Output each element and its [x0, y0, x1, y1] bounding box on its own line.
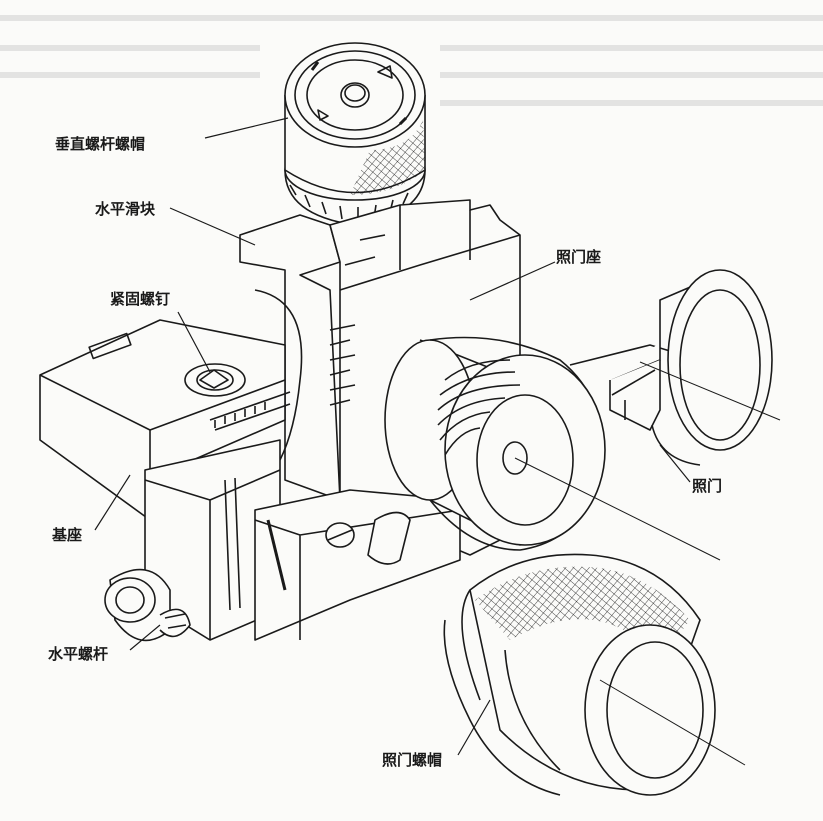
- vertical-screw-nut: [284, 42, 426, 195]
- threaded-ring: [384, 336, 721, 561]
- label-fastening-screw: 紧固螺钉: [110, 290, 171, 308]
- base: [39, 319, 291, 521]
- bleed-through-text: [0, 15, 823, 106]
- label-horizontal-screw: 水平螺杆: [48, 645, 109, 663]
- label-horizontal-slider: 水平滑块: [95, 200, 156, 218]
- label-base: 基座: [52, 526, 83, 544]
- horizontal-slider-block: [144, 439, 461, 641]
- aperture-nut: [443, 553, 746, 796]
- leader-lines: [94, 117, 691, 756]
- label-aperture: 照门: [692, 477, 723, 495]
- horizontal-screw: [104, 568, 191, 642]
- label-vertical-screw-nut: 垂直螺杆螺帽: [55, 135, 146, 153]
- label-aperture-nut: 照门螺帽: [382, 751, 443, 769]
- aperture-cup: [569, 269, 781, 466]
- label-aperture-seat: 照门座: [556, 248, 602, 266]
